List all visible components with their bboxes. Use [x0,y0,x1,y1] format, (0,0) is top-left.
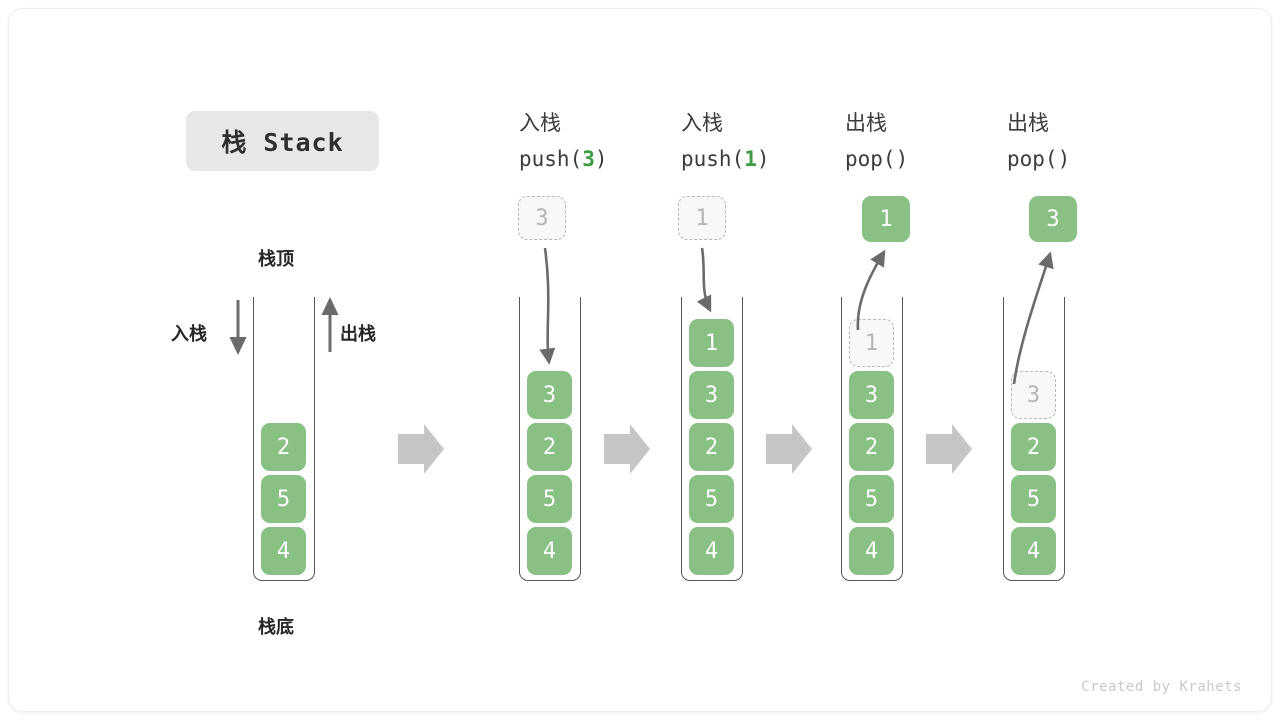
operation-code-suffix: ) [594,147,608,171]
stack-element: 4 [689,527,734,575]
stack-element: 3 [849,371,894,419]
credit-text: Created by Krahets [1081,679,1242,695]
operation-code: push(1) [681,141,770,177]
stack-element: 5 [261,475,306,523]
operation-code-prefix: pop( [845,147,896,171]
stack-element: 2 [527,423,572,471]
operation-code-suffix: ) [895,147,909,171]
operation-code-prefix: pop( [1007,147,1058,171]
stack-top-label: 栈顶 [258,249,294,270]
stack-element: 2 [1011,423,1056,471]
stack-element: 4 [1011,527,1056,575]
operation-code: pop() [845,141,908,177]
operation-cn: 入栈 [519,111,561,135]
stack-container-initial [253,297,315,581]
operation-code-prefix: push( [681,147,745,171]
operation-code: pop() [1007,141,1070,177]
title-badge: 栈 Stack [186,111,379,171]
stack-element: 1 [689,319,734,367]
pop-direction-label: 出栈 [340,324,376,345]
stack-element: 5 [849,475,894,523]
incoming-element-ghost: 3 [518,196,566,240]
incoming-element-ghost: 1 [678,196,726,240]
operation-code: push(3) [519,141,608,177]
stack-container-push-1 [681,297,743,581]
operation-code-suffix: ) [756,147,770,171]
operation-label-pop-1: 出栈 pop() [845,105,908,177]
operation-code-arg: 1 [744,147,757,171]
operation-code-suffix: ) [1057,147,1071,171]
operation-cn: 出栈 [1007,111,1049,135]
stack-container-pop-1 [841,297,903,581]
operation-code-arg: 3 [582,147,595,171]
stack-element: 4 [261,527,306,575]
operation-label-push-3: 入栈 push(3) [519,105,608,177]
stack-element: 2 [849,423,894,471]
push-direction-label: 入栈 [171,324,207,345]
operation-code-prefix: push( [519,147,583,171]
stack-container-push-3 [519,297,581,581]
popped-element: 1 [862,196,910,242]
stack-element: 5 [689,475,734,523]
stack-element: 4 [527,527,572,575]
stack-element: 5 [1011,475,1056,523]
stack-element: 2 [689,423,734,471]
popped-element: 3 [1029,196,1077,242]
stack-element: 5 [527,475,572,523]
stack-bottom-label: 栈底 [258,617,294,638]
stack-element: 3 [527,371,572,419]
operation-label-push-1: 入栈 push(1) [681,105,770,177]
operation-label-pop-3: 出栈 pop() [1007,105,1070,177]
operation-cn: 出栈 [845,111,887,135]
stack-element: 2 [261,423,306,471]
removed-element-ghost: 1 [849,319,894,367]
removed-element-ghost: 3 [1011,371,1056,419]
stack-element: 4 [849,527,894,575]
stack-element: 3 [689,371,734,419]
stack-container-pop-3 [1003,297,1065,581]
operation-cn: 入栈 [681,111,723,135]
